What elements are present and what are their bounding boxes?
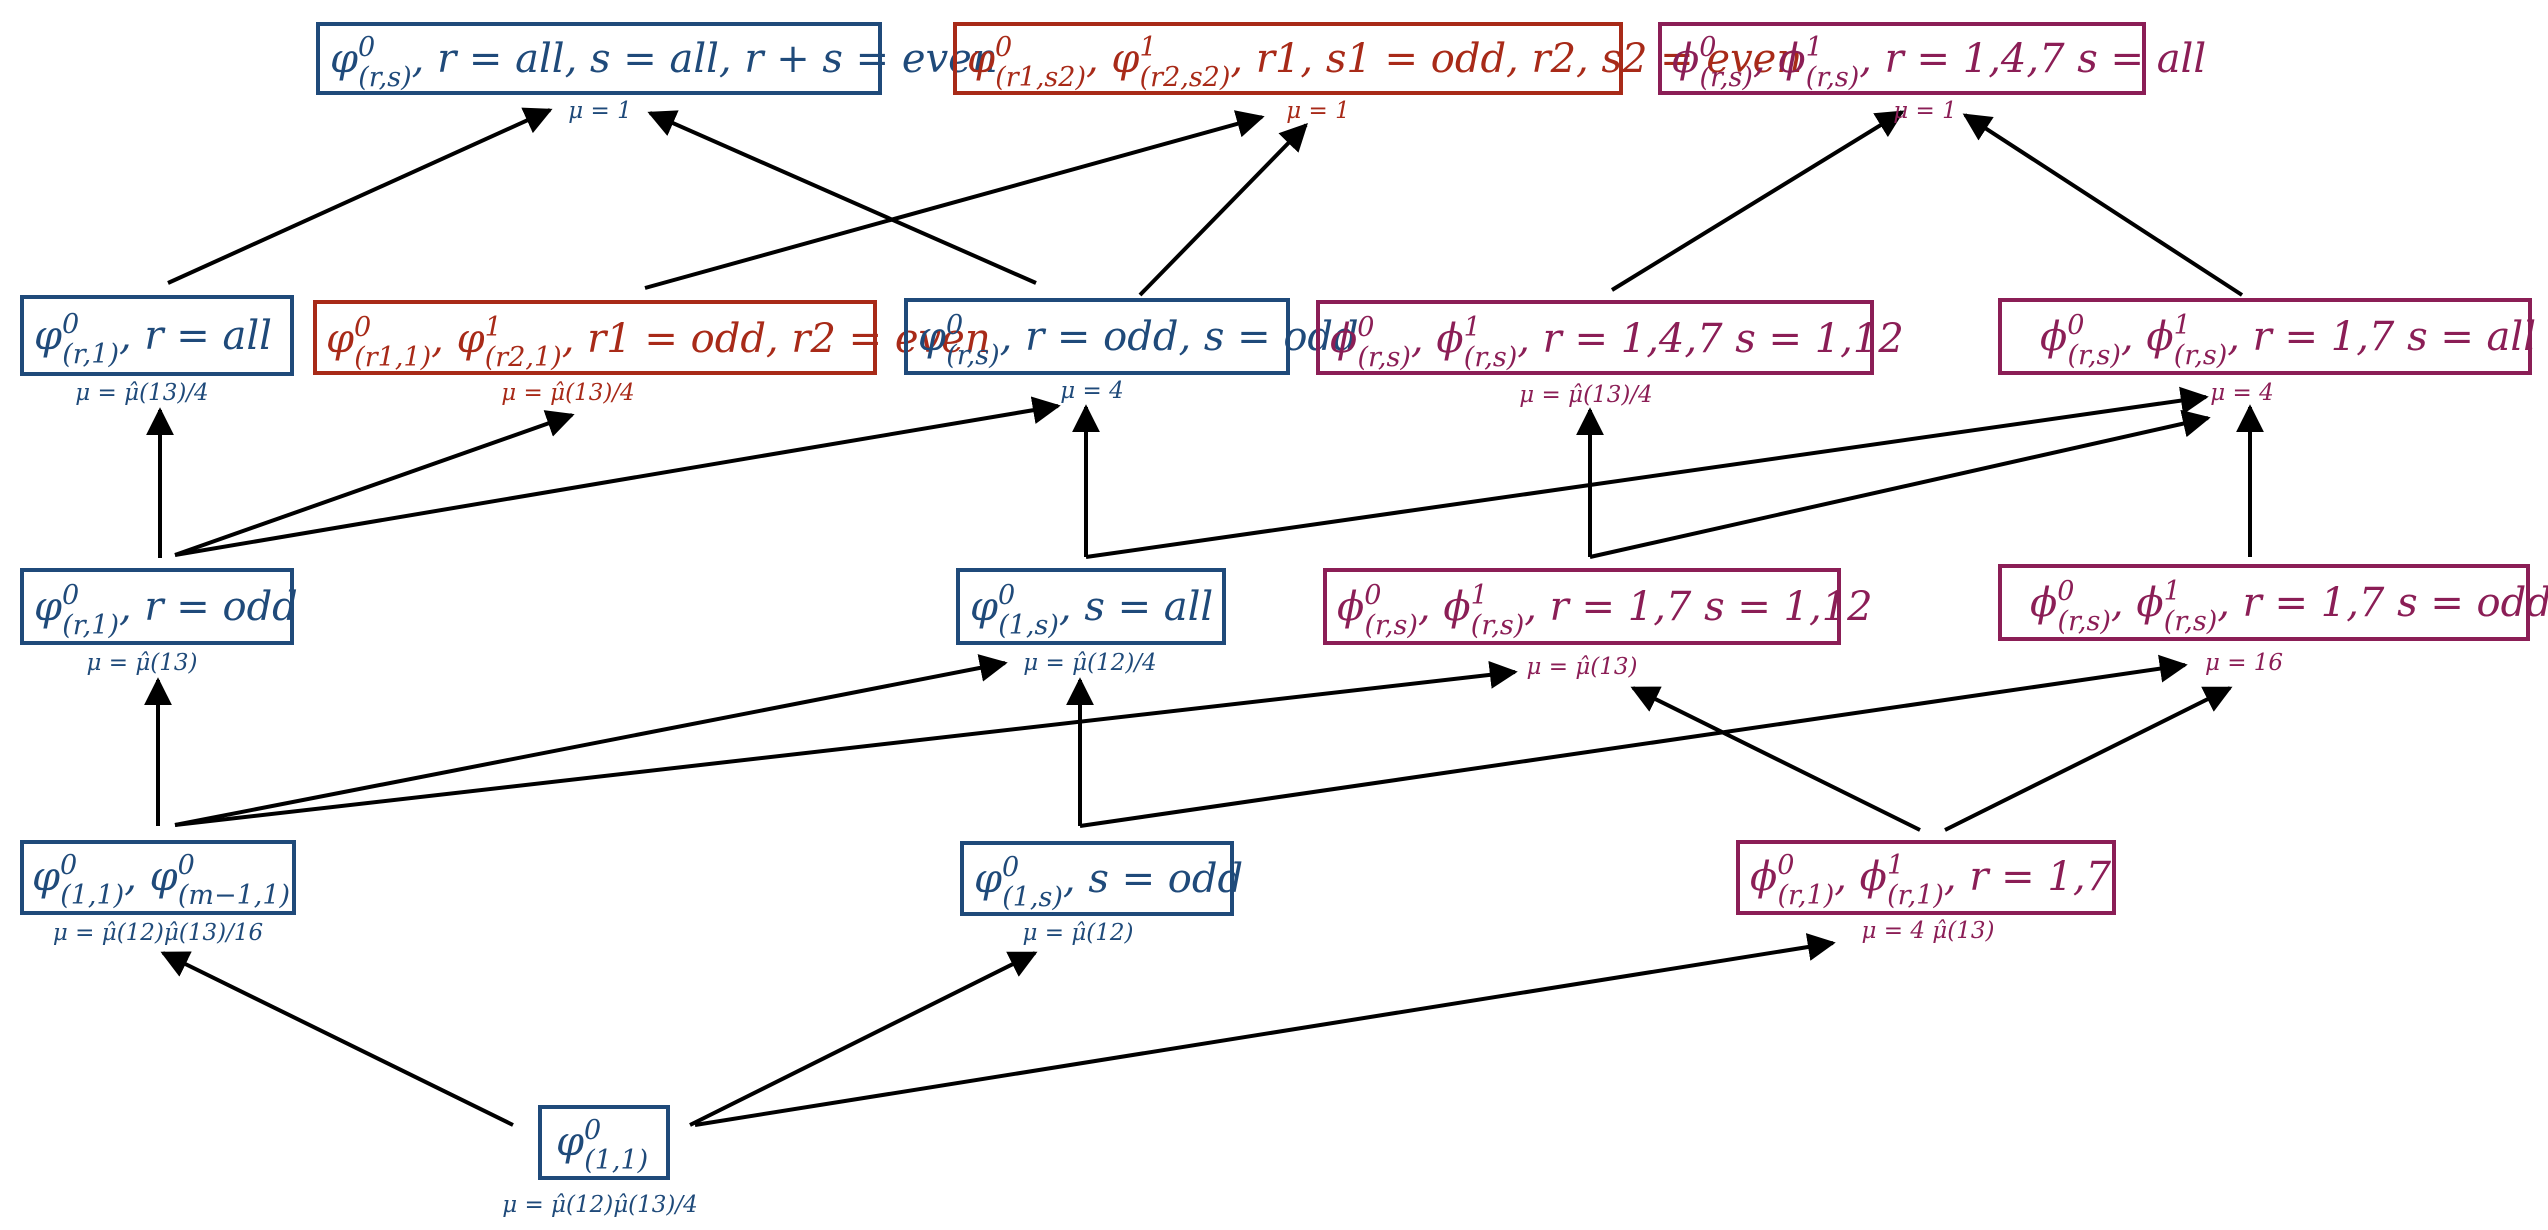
mu-label: μ = μ̂(13) xyxy=(1526,654,1637,680)
arrow-p17112-to-p17all xyxy=(1589,409,2211,559)
arrow-r1odd-to-rsodd xyxy=(174,396,1061,557)
node-m[interactable]: φ0(1,1), φ0(m−1,1) μ = μ̂(12)μ̂(13)/16 xyxy=(20,840,296,946)
node-r1-all[interactable]: φ0(r,1), r = all μ = μ̂(13)/4 xyxy=(20,295,294,406)
arrow-sall-to-p17all xyxy=(1085,386,2209,559)
svg-text:ϕ0(r,s), ϕ1(r,s), r = 1,7 s =: ϕ0(r,s), ϕ1(r,s), r = 1,7 s = odd xyxy=(2030,576,2548,637)
mu-label: μ = μ̂(13) xyxy=(86,650,197,676)
node-p-17-odd[interactable]: ϕ0(r,s), ϕ1(r,s), r = 1,7 s = odd μ = 16 xyxy=(1998,564,2548,676)
node-bottom[interactable]: φ0(1,1) μ = μ̂(12)μ̂(13)/4 xyxy=(502,1105,698,1218)
node-s-odd[interactable]: φ0(1,s), s = odd μ = μ̂(12) xyxy=(960,841,1243,946)
svg-text:φ0(r,1), r = odd: φ0(r,1), r = odd xyxy=(34,580,298,641)
mu-label: μ = 16 xyxy=(2205,650,2283,676)
mu-label: μ = 1 xyxy=(1286,98,1349,124)
mu-label: μ = μ̂(12) xyxy=(1022,920,1133,946)
svg-text:φ0(r1,s2), φ1(r2,s2), r1, s1 =: φ0(r1,s2), φ1(r2,s2), r1, s1 = odd, r2, … xyxy=(967,32,1802,93)
mu-label: μ = 4 xyxy=(1060,378,1123,404)
svg-text:φ0(1,1), φ0(m−1,1): φ0(1,1), φ0(m−1,1) xyxy=(32,850,290,911)
arrow-bottom-to-pr1 xyxy=(694,933,1836,1127)
svg-text:ϕ0(r,s), ϕ1(r,s), r = 1,4,7 s: ϕ0(r,s), ϕ1(r,s), r = 1,4,7 s = 1,12 xyxy=(1330,312,1904,373)
svg-text:φ0(r,1), r = all: φ0(r,1), r = all xyxy=(34,309,272,370)
mu-label: μ = μ̂(12)μ̂(13)/4 xyxy=(502,1192,698,1218)
mu-label: μ = μ̂(13)/4 xyxy=(501,380,634,406)
mu-label: μ = 4 xyxy=(2210,380,2273,406)
node-p-r1[interactable]: ϕ0(r,1), ϕ1(r,1), r = 1,7 μ = 4 μ̂(13) xyxy=(1736,840,2116,944)
mu-label: μ = μ̂(12)μ̂(13)/16 xyxy=(53,920,263,946)
arrow-bottom-to-sodd xyxy=(689,951,1038,1127)
node-p-17-all[interactable]: ϕ0(r,s), ϕ1(r,s), r = 1,7 s = all μ = 4 xyxy=(1998,298,2536,406)
node-p-147[interactable]: ϕ0(r,s), ϕ1(r,s), r = 1,4,7 s = 1,12 μ =… xyxy=(1316,300,1904,408)
arrow-sodd-to-p17odd xyxy=(1079,654,2188,828)
svg-text:φ0(1,s), s = all: φ0(1,s), s = all xyxy=(970,580,1213,641)
node-top-red[interactable]: φ0(r1,s2), φ1(r2,s2), r1, s1 = odd, r2, … xyxy=(953,22,1802,124)
mu-label: μ = μ̂(13)/4 xyxy=(1519,382,1652,408)
arrow-bottom-to-mnode xyxy=(160,951,514,1127)
arrow-r1all-to-topblue xyxy=(167,107,553,285)
node-r1-odd[interactable]: φ0(r,1), r = odd μ = μ̂(13) xyxy=(20,568,298,676)
arrow-rsodd-to-topred xyxy=(1138,122,1308,297)
mu-label: μ = μ̂(13)/4 xyxy=(75,380,208,406)
mu-label: μ = μ̂(12)/4 xyxy=(1023,650,1156,676)
arrow-r1odd-to-redmid xyxy=(174,410,575,557)
node-top-purple[interactable]: ϕ0(r,s), ϕ1(r,s), r = 1,4,7 s = all μ = … xyxy=(1658,22,2206,124)
svg-text:ϕ0(r,s), ϕ1(r,s), r = 1,4,7 s: ϕ0(r,s), ϕ1(r,s), r = 1,4,7 s = all xyxy=(1672,32,2206,93)
arrow-mnode-to-sall xyxy=(174,654,1008,827)
svg-text:φ0(1,s), s = odd: φ0(1,s), s = odd xyxy=(974,852,1243,913)
node-rs-odd[interactable]: φ0(r,s), r = odd, s = odd μ = 4 xyxy=(904,298,1359,404)
svg-text:ϕ0(r,s), ϕ1(r,s), r = 1,7 s =: ϕ0(r,s), ϕ1(r,s), r = 1,7 s = 1,12 xyxy=(1337,580,1873,641)
mu-label: μ = 1 xyxy=(568,98,631,124)
mu-label: μ = 4 μ̂(13) xyxy=(1862,918,1995,944)
node-red-mid[interactable]: φ0(r1,1), φ1(r2,1), r1 = odd, r2 = even … xyxy=(313,300,991,406)
svg-text:φ0(r,s), r = all, s = all, r +: φ0(r,s), r = all, s = all, r + s = even xyxy=(330,32,998,93)
svg-text:ϕ0(r,s), ϕ1(r,s), r = 1,7 s =: ϕ0(r,s), ϕ1(r,s), r = 1,7 s = all xyxy=(2040,310,2536,371)
arrow-pr1-to-p17112 xyxy=(1630,686,1921,832)
arrow-mnode-to-p17112 xyxy=(174,660,1518,827)
arrow-redmid-to-topred xyxy=(644,110,1265,290)
arrows xyxy=(144,107,2264,1127)
mu-label: μ = 1 xyxy=(1893,98,1956,124)
svg-text:ϕ0(r,1), ϕ1(r,1), r = 1,7: ϕ0(r,1), ϕ1(r,1), r = 1,7 xyxy=(1750,850,2112,911)
svg-text:φ0(r1,1), φ1(r2,1), r1 = odd,: φ0(r1,1), φ1(r2,1), r1 = odd, r2 = even xyxy=(326,312,991,373)
arrow-pr1-to-p17odd xyxy=(1944,686,2233,832)
svg-text:φ0(1,1): φ0(1,1) xyxy=(556,1115,648,1176)
node-top-blue[interactable]: φ0(r,s), r = all, s = all, r + s = even … xyxy=(316,22,998,124)
arrow-p17all-to-toppurple xyxy=(1962,113,2244,297)
arrow-rsodd-to-topblue xyxy=(647,110,1037,285)
svg-text:φ0(r,s), r = odd, s = odd: φ0(r,s), r = odd, s = odd xyxy=(918,310,1359,371)
node-s-all[interactable]: φ0(1,s), s = all μ = μ̂(12)/4 xyxy=(956,568,1226,676)
arrow-p147-to-toppurple xyxy=(1610,110,1905,292)
node-p-17-112[interactable]: ϕ0(r,s), ϕ1(r,s), r = 1,7 s = 1,12 μ = μ… xyxy=(1323,568,1873,680)
